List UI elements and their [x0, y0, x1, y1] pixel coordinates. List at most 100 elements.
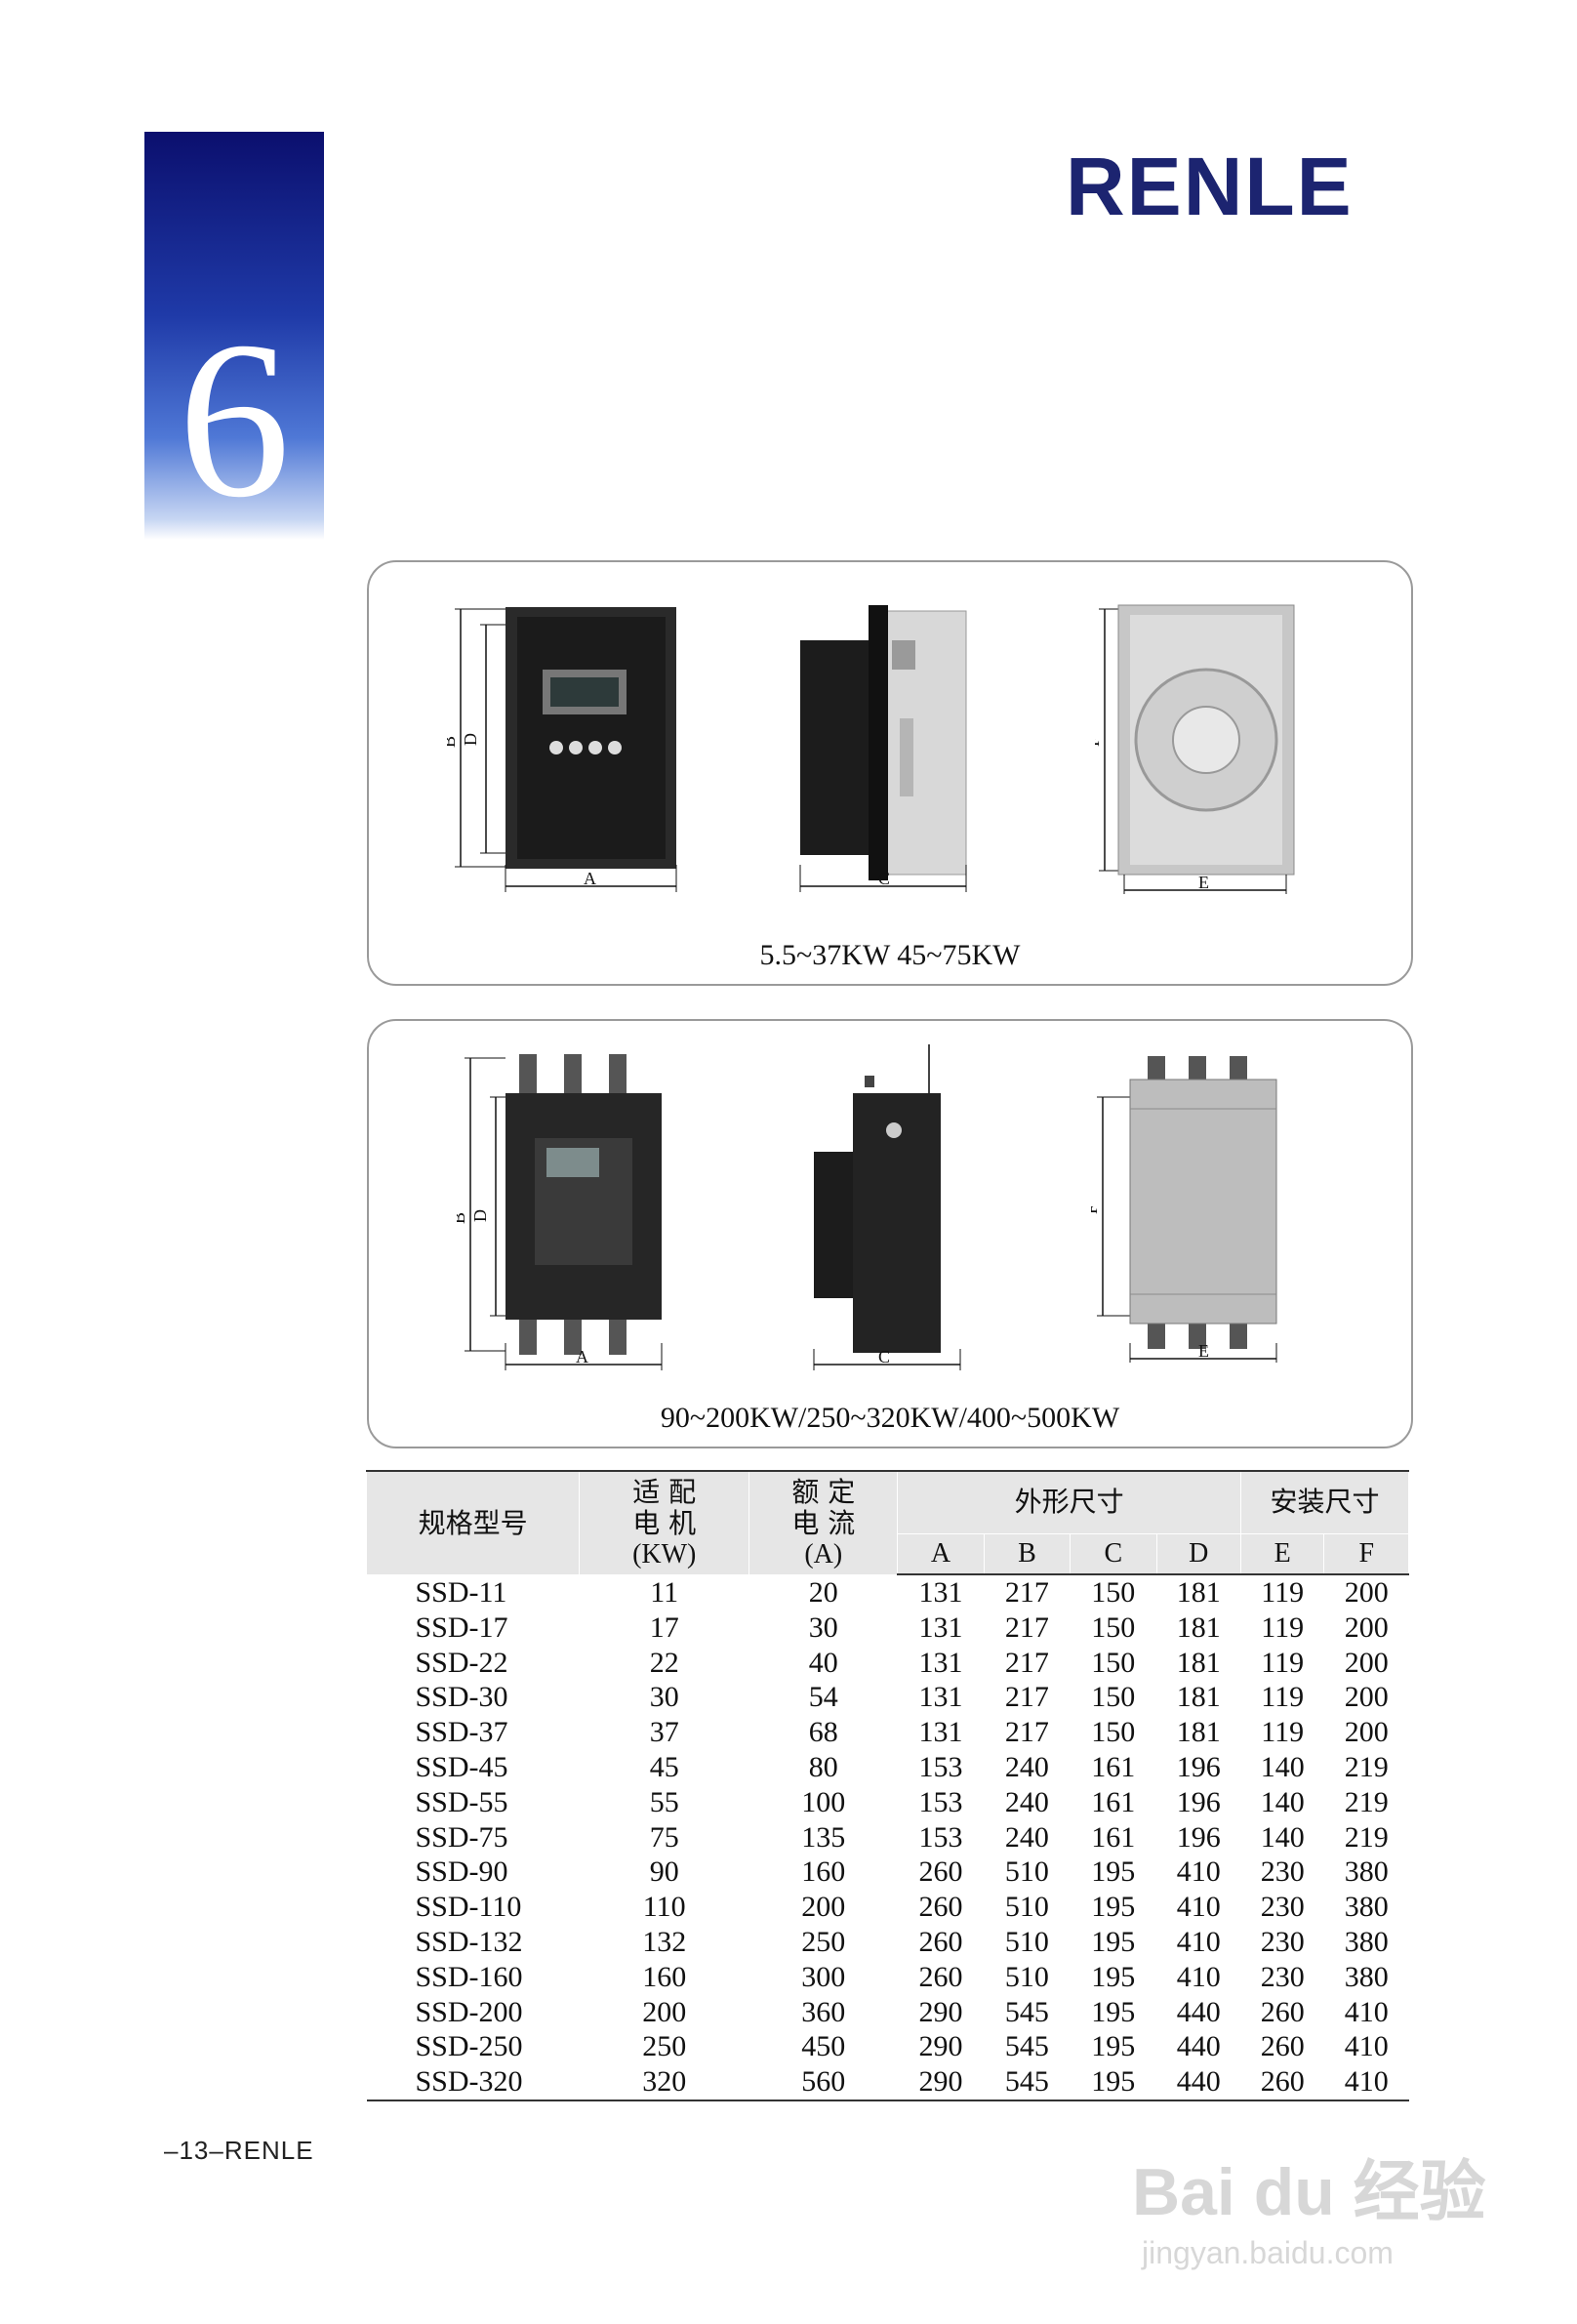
table-cell: 250 — [642, 2030, 687, 2063]
table-cell: 219 — [1344, 1785, 1389, 1818]
table-cell: 410 — [1176, 1891, 1221, 1924]
label-f: F — [1091, 1204, 1101, 1214]
table-cell: 290 — [897, 2064, 985, 2101]
header-current-unit: (A) — [804, 1538, 843, 1570]
header-motor-unit: (KW) — [632, 1538, 697, 1570]
label-a: A — [584, 869, 596, 888]
table-cell: 150 — [1091, 1716, 1136, 1749]
header-dim-f: F — [1323, 1533, 1409, 1575]
table-cell: 119 — [1261, 1646, 1305, 1679]
table-cell: 440 — [1176, 1995, 1221, 2028]
table-cell: 80 — [808, 1750, 838, 1783]
table-cell: 545 — [1004, 1995, 1049, 2028]
table-cell: 17 — [649, 1610, 679, 1644]
table-cell: 153 — [918, 1750, 963, 1783]
table-cell: 217 — [1004, 1646, 1049, 1679]
label-d: D — [470, 1209, 490, 1222]
table-cell: 240 — [1004, 1785, 1049, 1818]
table-cell: 260 — [1260, 2030, 1305, 2063]
watermark-url: jingyan.baidu.com — [1142, 2235, 1394, 2270]
table-cell: 230 — [1260, 1925, 1305, 1958]
table-cell: 131 — [918, 1610, 963, 1644]
table-cell: 30 — [808, 1610, 838, 1644]
table-cell: 440 — [1156, 2064, 1241, 2101]
table-cell: 410 — [1176, 1960, 1221, 1993]
table-cell: 219 — [1344, 1820, 1389, 1854]
label-e: E — [1198, 1341, 1209, 1361]
header-motor-line2: 电 机 — [632, 1506, 697, 1539]
model-cell: SSD-90 — [415, 1855, 508, 1889]
table-cell: 181 — [1176, 1576, 1221, 1609]
table-cell: 410 — [1176, 1855, 1221, 1889]
label-f: F — [1095, 737, 1103, 747]
table-cell: 300 — [801, 1960, 846, 1993]
page-number: –13–RENLE — [164, 2136, 314, 2165]
spec-table: 规格型号 适 配 电 机 (KW) 额 定 电 流 (A) 外形尺寸 安装尺寸 … — [365, 1470, 1410, 2101]
front-view-drawing: B D A — [457, 1054, 663, 1370]
table-cell: 260 — [918, 1925, 963, 1958]
model-cell: SSD-320 — [366, 2064, 580, 2101]
figure-caption: 90~200KW/250~320KW/400~500KW — [660, 1402, 1120, 1434]
brand-logo: RENLE — [1066, 146, 1352, 224]
table-cell: 181 — [1176, 1716, 1221, 1749]
table-cell: 200 — [1344, 1681, 1389, 1714]
table-cell: 131 — [918, 1576, 963, 1609]
table-cell: 195 — [1070, 2064, 1156, 2101]
table-cell: 90 — [649, 1855, 679, 1889]
table-cell: 260 — [918, 1855, 963, 1889]
model-cell: SSD-160 — [415, 1960, 523, 1993]
table-cell: 196 — [1176, 1750, 1221, 1783]
header-dim-c: C — [1070, 1533, 1157, 1575]
table-cell: 440 — [1176, 2030, 1221, 2063]
table-cell: 560 — [748, 2064, 898, 2101]
header-dim-e: E — [1239, 1533, 1325, 1575]
model-cell: SSD-75 — [415, 1820, 508, 1854]
table-cell: 119 — [1261, 1681, 1305, 1714]
table-cell: 140 — [1260, 1750, 1305, 1783]
label-e: E — [1198, 873, 1209, 892]
table-cell: 217 — [1004, 1610, 1049, 1644]
table-cell: 150 — [1091, 1681, 1136, 1714]
model-cell: SSD-22 — [415, 1646, 508, 1679]
table-cell: 380 — [1344, 1960, 1389, 1993]
table-cell: 54 — [808, 1681, 838, 1714]
header-model: 规格型号 — [365, 1470, 581, 1574]
table-cell: 230 — [1260, 1891, 1305, 1924]
model-cell: SSD-45 — [415, 1750, 508, 1783]
table-cell: 290 — [918, 1995, 963, 2028]
label-b: B — [457, 1212, 468, 1224]
model-cell: SSD-250 — [415, 2030, 523, 2063]
table-cell: 200 — [1344, 1716, 1389, 1749]
table-cell: 160 — [801, 1855, 846, 1889]
table-cell: 410 — [1176, 1925, 1221, 1958]
table-cell: 22 — [649, 1646, 679, 1679]
table-cell: 217 — [1004, 1681, 1049, 1714]
table-cell: 410 — [1344, 2030, 1389, 2063]
table-cell: 510 — [1004, 1925, 1049, 1958]
table-cell: 240 — [1004, 1820, 1049, 1854]
table-cell: 260 — [1260, 1995, 1305, 2028]
table-cell: 30 — [649, 1681, 679, 1714]
table-cell: 200 — [801, 1891, 846, 1924]
table-cell: 240 — [1004, 1750, 1049, 1783]
table-cell: 135 — [801, 1820, 846, 1854]
table-cell: 119 — [1261, 1716, 1305, 1749]
table-cell: 217 — [1004, 1716, 1049, 1749]
table-cell: 37 — [649, 1716, 679, 1749]
table-cell: 250 — [801, 1925, 846, 1958]
table-cell: 195 — [1091, 1925, 1136, 1958]
table-cell: 161 — [1091, 1750, 1136, 1783]
table-cell: 410 — [1344, 1995, 1389, 2028]
table-cell: 260 — [918, 1891, 963, 1924]
table-cell: 11 — [650, 1575, 679, 1609]
table-cell: 219 — [1344, 1750, 1389, 1783]
table-cell: 132 — [642, 1925, 687, 1958]
